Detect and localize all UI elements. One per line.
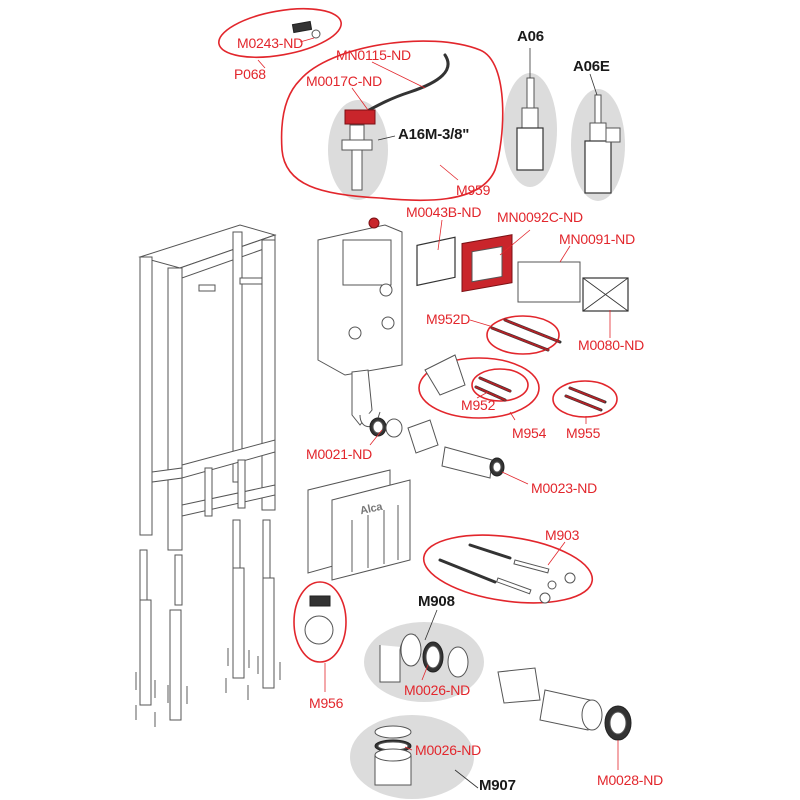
m907-adapter (374, 725, 412, 786)
label-m903: M903 (545, 527, 580, 543)
label-m955: M955 (566, 425, 601, 441)
flush-valves (516, 77, 621, 194)
label-m956: M956 (309, 695, 344, 711)
label-m959: M959 (456, 182, 491, 198)
label-m907: M907 (479, 777, 516, 794)
label-mn0092c-nd: MN0092C-ND (497, 209, 583, 225)
m903-group-ring (422, 534, 594, 604)
label-m0026-nd-adapter: M0026-ND (415, 742, 482, 758)
label-m0017c-nd: M0017C-ND (306, 73, 382, 89)
m954-group-ring (418, 357, 540, 419)
label-m0021-nd: M0021-ND (306, 446, 373, 462)
m956-group-ring (293, 581, 347, 663)
m956-clip (304, 595, 334, 645)
m952-group-ring (471, 368, 529, 402)
label-a06: A06 (517, 28, 544, 45)
m959-group-ring (280, 40, 504, 202)
flush-plate-parts (416, 234, 629, 312)
drain-pipes (369, 417, 505, 479)
fill-valve-parts (291, 20, 450, 191)
frame-legs (135, 519, 281, 727)
protective-box (307, 469, 411, 581)
label-m0028-nd: M0028-ND (597, 772, 664, 788)
leader-lines (257, 37, 619, 789)
m955-group-ring (552, 380, 618, 418)
m908-elbow (379, 633, 469, 683)
label-m0026-nd-elbow: M0026-ND (404, 682, 471, 698)
installation-frame (138, 224, 277, 551)
label-m952: M952 (461, 397, 496, 413)
label-m952d: M952D (426, 311, 471, 327)
p068-group-ring (218, 8, 342, 58)
label-p068: P068 (234, 66, 266, 82)
label-m954: M954 (512, 425, 547, 441)
cistern-button-icon (368, 217, 380, 229)
m952d-group-ring (486, 315, 560, 355)
cistern (317, 217, 403, 428)
label-a16m-3-8: A16M-3/8" (398, 126, 470, 143)
label-m0023-nd: M0023-ND (531, 480, 598, 496)
threaded-rods (424, 318, 607, 604)
label-m908: M908 (418, 593, 455, 610)
label-a06e: A06E (573, 58, 610, 75)
label-m0080-nd: M0080-ND (578, 337, 645, 353)
label-m0043b-nd: M0043B-ND (406, 204, 482, 220)
label-mn0115-nd: MN0115-ND (336, 47, 411, 63)
label-mn0091-nd: MN0091-ND (559, 231, 635, 247)
lower-drain-pipe (497, 667, 632, 741)
label-m0243-nd: M0243-ND (237, 35, 304, 51)
